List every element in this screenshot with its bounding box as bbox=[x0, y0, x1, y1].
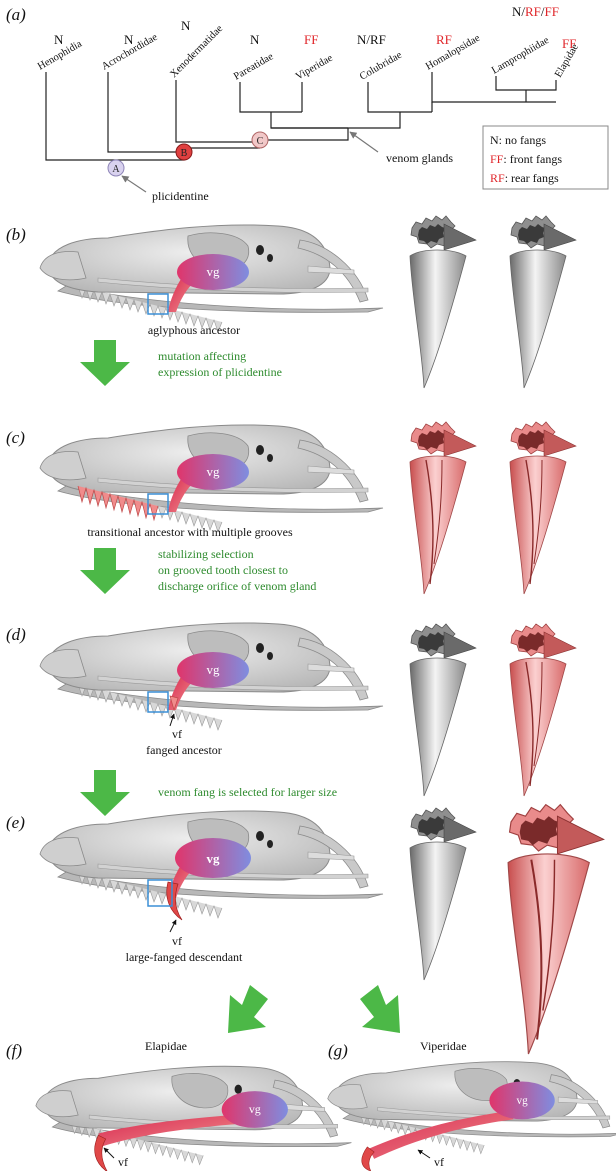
plicidentine-arrow bbox=[122, 176, 146, 192]
caption-g: Viperidae bbox=[420, 1039, 467, 1053]
panel-label-g: (g) bbox=[328, 1041, 348, 1060]
status-viperidae: FF bbox=[304, 32, 318, 47]
panel-label-d: (d) bbox=[6, 625, 26, 644]
skull-e: vg bbox=[40, 811, 383, 920]
panel-d: (d) vg vf fanged ancestor bbox=[6, 623, 576, 796]
panel-label-b: (b) bbox=[6, 225, 26, 244]
plicidentine-label: plicidentine bbox=[152, 189, 209, 203]
vg-label-d: vg bbox=[207, 662, 221, 677]
status-lamprophiidae-ff: FF bbox=[545, 4, 559, 19]
caption-d: fanged ancestor bbox=[146, 743, 222, 757]
down-arrow-c-d bbox=[80, 548, 130, 594]
skull-g: vg bbox=[328, 1062, 616, 1171]
skull-b: vg bbox=[40, 225, 383, 332]
legend-text-ff: : front fangs bbox=[503, 152, 562, 166]
panel-e: (e) vg vf large-fanged descendant bbox=[6, 805, 604, 1054]
tooth-d-right bbox=[510, 624, 576, 796]
panel-label-a: (a) bbox=[6, 5, 26, 24]
tooth-c-left bbox=[410, 422, 476, 594]
phylogeny-tree-lines bbox=[46, 72, 556, 168]
legend-abbr-n: N bbox=[490, 133, 499, 147]
panel-label-c: (c) bbox=[6, 428, 25, 447]
vf-label-d: vf bbox=[172, 727, 182, 741]
taxon-lamprophiidae: Lamprophiidae bbox=[490, 35, 551, 77]
note-c-d-2: on grooved tooth closest to bbox=[158, 563, 288, 577]
vg-label-e: vg bbox=[207, 851, 221, 866]
down-arrow-b-c bbox=[80, 340, 130, 386]
legend-item-rf: RF: rear fangs bbox=[490, 171, 559, 185]
status-homalopsidae: RF bbox=[436, 32, 452, 47]
vf-label-g: vf bbox=[434, 1155, 444, 1169]
tooth-d-left bbox=[410, 624, 476, 796]
panel-f: (f) Elapidae vg vf bbox=[6, 1039, 351, 1171]
down-arrow-to-g bbox=[360, 985, 400, 1033]
vf-label-e: vf bbox=[172, 934, 182, 948]
transition-d-to-e: venom fang is selected for larger size bbox=[80, 770, 337, 816]
venom-glands-arrow bbox=[350, 132, 378, 152]
vf-arrow-f bbox=[104, 1148, 114, 1158]
caption-b: aglyphous ancestor bbox=[148, 323, 240, 337]
node-a: A bbox=[108, 160, 124, 176]
tooth-b-left bbox=[410, 216, 476, 388]
panel-a-phylogeny: (a) N N N N FF N/RF RF N/RF/FF bbox=[6, 4, 608, 203]
legend-abbr-rf: RF bbox=[490, 171, 505, 185]
venom-glands-label: venom glands bbox=[386, 151, 453, 165]
node-a-label: A bbox=[112, 164, 120, 175]
status-lamprophiidae-rf: RF bbox=[525, 4, 541, 19]
taxon-xenodermatidae: Xenodermatidae bbox=[168, 23, 225, 80]
note-d-e-1: venom fang is selected for larger size bbox=[158, 785, 337, 799]
status-xenodermatidae: N bbox=[181, 18, 191, 33]
vf-label-f: vf bbox=[118, 1155, 128, 1169]
note-c-d-1: stabilizing selection bbox=[158, 547, 254, 561]
venom-fang-g bbox=[362, 1147, 374, 1171]
panel-label-e: (e) bbox=[6, 813, 25, 832]
status-colubridae: N/RF bbox=[357, 32, 386, 47]
vg-label-f: vg bbox=[249, 1102, 261, 1116]
note-b-c-1: mutation affecting bbox=[158, 349, 246, 363]
legend-item-ff: FF: front fangs bbox=[490, 152, 562, 166]
caption-e: large-fanged descendant bbox=[126, 950, 243, 964]
status-lamprophiidae: N/RF/FF bbox=[512, 4, 559, 19]
node-b-label: B bbox=[181, 148, 188, 159]
node-c: C bbox=[252, 132, 268, 148]
node-b: B bbox=[176, 144, 192, 160]
panel-g: (g) Viperidae vg vf bbox=[328, 1039, 616, 1171]
caption-c: transitional ancestor with multiple groo… bbox=[87, 525, 293, 539]
skull-d: vg bbox=[40, 623, 383, 730]
vg-label-b: vg bbox=[207, 264, 221, 279]
skull-f: vg bbox=[36, 1066, 352, 1171]
status-pareatidae: N bbox=[250, 32, 260, 47]
vg-label-g: vg bbox=[516, 1095, 528, 1107]
vg-label-c: vg bbox=[207, 464, 221, 479]
status-lamprophiidae-n: N/ bbox=[512, 4, 525, 19]
legend-abbr-ff: FF bbox=[490, 152, 504, 166]
vf-arrow-e bbox=[170, 920, 176, 932]
fang-legend: N: no fangs FF: front fangs RF: rear fan… bbox=[483, 126, 608, 189]
tooth-e-left bbox=[410, 808, 476, 980]
taxon-viperidae: Viperidae bbox=[294, 53, 335, 83]
vf-arrow-g bbox=[418, 1150, 430, 1158]
taxon-homalopsidae: Homalopsidae bbox=[424, 33, 482, 73]
note-c-d-3: discharge orifice of venom gland bbox=[158, 579, 316, 593]
legend-text-n: : no fangs bbox=[499, 133, 547, 147]
transition-b-to-c: mutation affecting expression of plicide… bbox=[80, 340, 282, 386]
tooth-c-right bbox=[510, 422, 576, 594]
skull-c: vg bbox=[40, 425, 383, 532]
down-arrow-d-e bbox=[80, 770, 130, 816]
caption-f: Elapidae bbox=[145, 1039, 187, 1053]
status-henophidia: N bbox=[54, 32, 64, 47]
tooth-e-right bbox=[508, 805, 604, 1054]
taxon-colubridae: Colubridae bbox=[358, 50, 404, 83]
note-b-c-2: expression of plicidentine bbox=[158, 365, 282, 379]
taxon-pareatidae: Pareatidae bbox=[232, 51, 276, 83]
tooth-b-right bbox=[510, 216, 576, 388]
legend-item-n: N: no fangs bbox=[490, 133, 546, 147]
down-arrow-to-f bbox=[228, 985, 268, 1033]
transition-c-to-d: stabilizing selection on grooved tooth c… bbox=[80, 547, 316, 594]
panel-c: (c) vg transitional ancestor with multip… bbox=[6, 422, 576, 594]
panel-label-f: (f) bbox=[6, 1041, 22, 1060]
legend-text-rf: : rear fangs bbox=[505, 171, 559, 185]
node-c-label: C bbox=[257, 136, 264, 147]
